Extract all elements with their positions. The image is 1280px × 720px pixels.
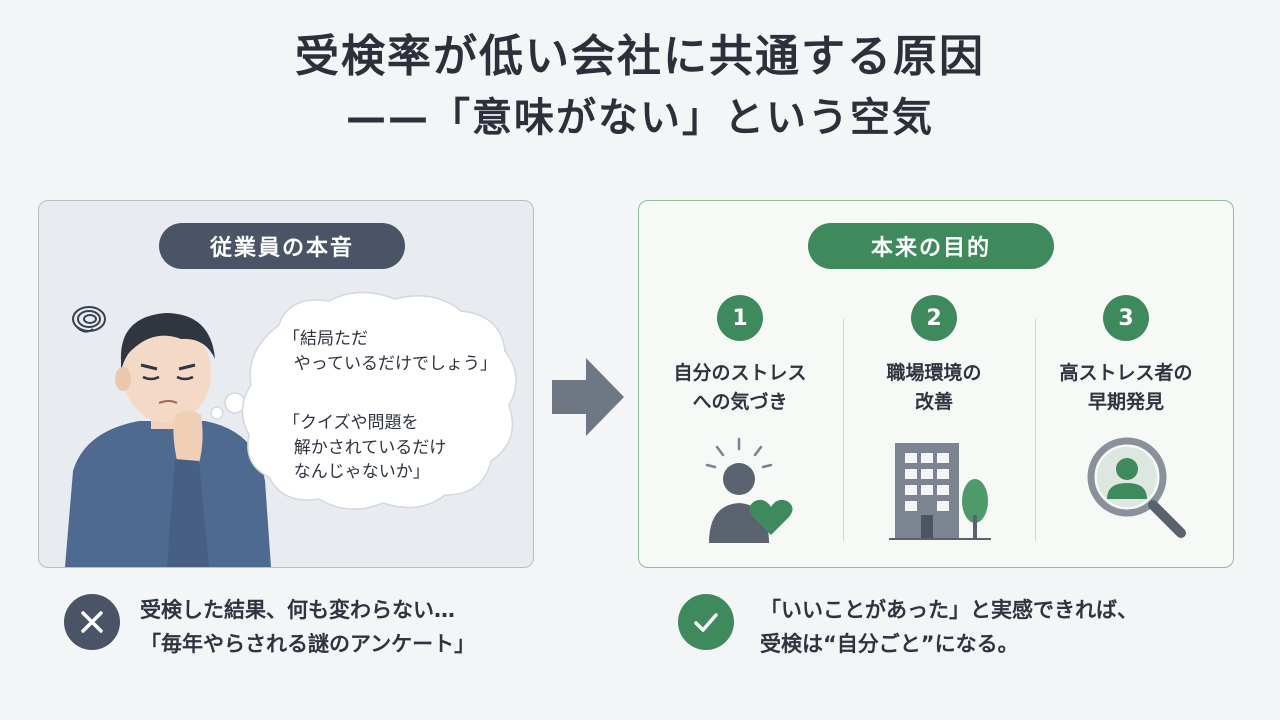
divider	[843, 319, 844, 541]
check-icon	[678, 594, 734, 650]
purpose-number-2: 2	[911, 295, 957, 341]
true-purpose-label: 本来の目的	[808, 223, 1054, 269]
page-title: 受検率が低い会社に共通する原因	[295, 31, 985, 82]
worried-person-icon	[65, 306, 271, 567]
employee-quote-1: 「結局ただ やっているだけでしょう」	[283, 329, 497, 374]
office-building-icon	[889, 443, 991, 540]
divider	[1035, 319, 1036, 541]
employee-quote-2: 「クイズや問題を 解かされているだけ なんじゃないか」	[283, 413, 447, 483]
arrow-right-icon	[552, 358, 624, 436]
employee-voice-panel: 従業員の本音 「結局ただ やっているだ	[38, 200, 534, 568]
true-purpose-panel: 本来の目的 1 自分のストレス への気づき 2 職場環境の 改善 3 高ストレス…	[638, 200, 1234, 568]
magnifier-person-icon	[1087, 437, 1186, 538]
purpose-number-3: 3	[1103, 295, 1149, 341]
purpose-number-1: 1	[717, 295, 763, 341]
cross-icon	[64, 594, 120, 650]
purpose-text-2: 職場環境の 改善	[886, 362, 982, 414]
page-subtitle: ——「意味がない」という空気	[346, 95, 934, 141]
purpose-text-3: 高ストレス者の 早期発見	[1059, 362, 1193, 414]
purpose-text-1: 自分のストレス への気づき	[673, 362, 807, 414]
person-heart-icon	[705, 437, 793, 543]
purpose-item-3: 3 高ストレス者の 早期発見	[1031, 295, 1221, 418]
thought-bubble-icon	[210, 291, 517, 510]
problem-message: 受検した結果、何も変わらない… 「毎年やらされる謎のアンケート」	[140, 598, 476, 656]
purpose-item-1: 1 自分のストレス への気づき	[645, 295, 835, 418]
purpose-item-2: 2 職場環境の 改善	[839, 295, 1029, 418]
employee-voice-label: 従業員の本音	[159, 223, 405, 269]
solution-message: 「いいことがあった」と実感できれば、 受検は“自分ごと”になる。	[760, 598, 1138, 656]
